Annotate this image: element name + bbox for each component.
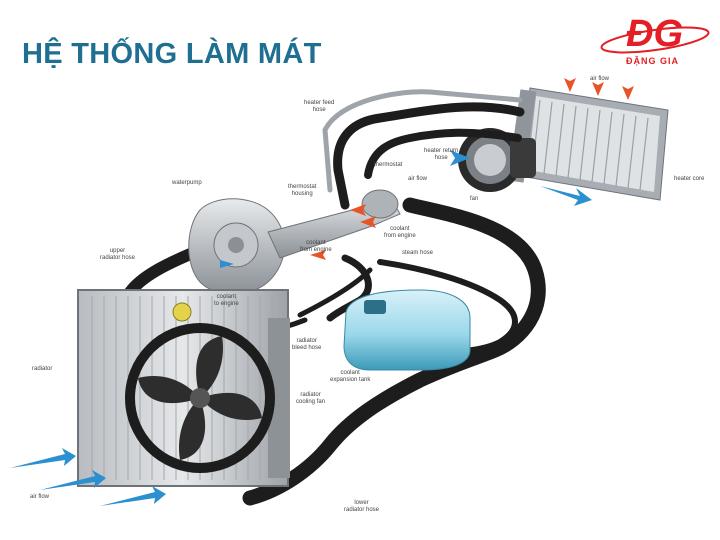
label-air-flow-bottom: air flow [30,494,50,500]
label-thermostat: thermostat [374,162,403,168]
radiator-cooling-fan [125,323,275,473]
label-heater-core: heater core [674,176,705,182]
label-radiator: radiator [32,366,53,372]
label-heater-return-hose: heater return hose [424,148,459,161]
label-coolant-from-engine-2: coolant from engine [300,240,332,253]
label-thermostat-housing: thermostat housing [288,184,317,197]
flow-arrows [10,78,634,506]
label-radiator-cooling-fan: radiator cooling fan [296,392,326,405]
label-radiator-bleed-hose: radiator bleed hose [292,338,322,351]
svg-text:ĐẶNG GIA: ĐẶNG GIA [626,56,679,66]
label-coolant-expansion-tank: coolant expansion tank [330,370,371,383]
label-upper-radiator-hose: upper radiator hose [100,248,136,261]
page-title: HỆ THỐNG LÀM MÁT [22,38,322,70]
label-fan: fan [470,196,479,202]
label-coolant-from-engine-1: coolant from engine [384,226,416,239]
label-steam-hose: steam hose [402,250,434,256]
heater-fan [458,128,536,192]
dang-gia-logo: ĐG ĐẶNG GIA [600,13,710,66]
label-waterpump: waterpump [172,180,202,186]
label-lower-radiator-hose: lower radiator hose [344,500,380,513]
svg-text:ĐG: ĐG [626,13,683,55]
coolant-expansion-tank [343,289,471,371]
label-heater-feed-hose: heater feed hose [304,100,335,113]
water-pump-assembly [188,189,401,295]
label-air-flow-mid: air flow [408,176,428,182]
label-coolant-to-engine: coolant to engine [214,294,239,307]
label-air-flow-top: air flow [590,76,610,82]
